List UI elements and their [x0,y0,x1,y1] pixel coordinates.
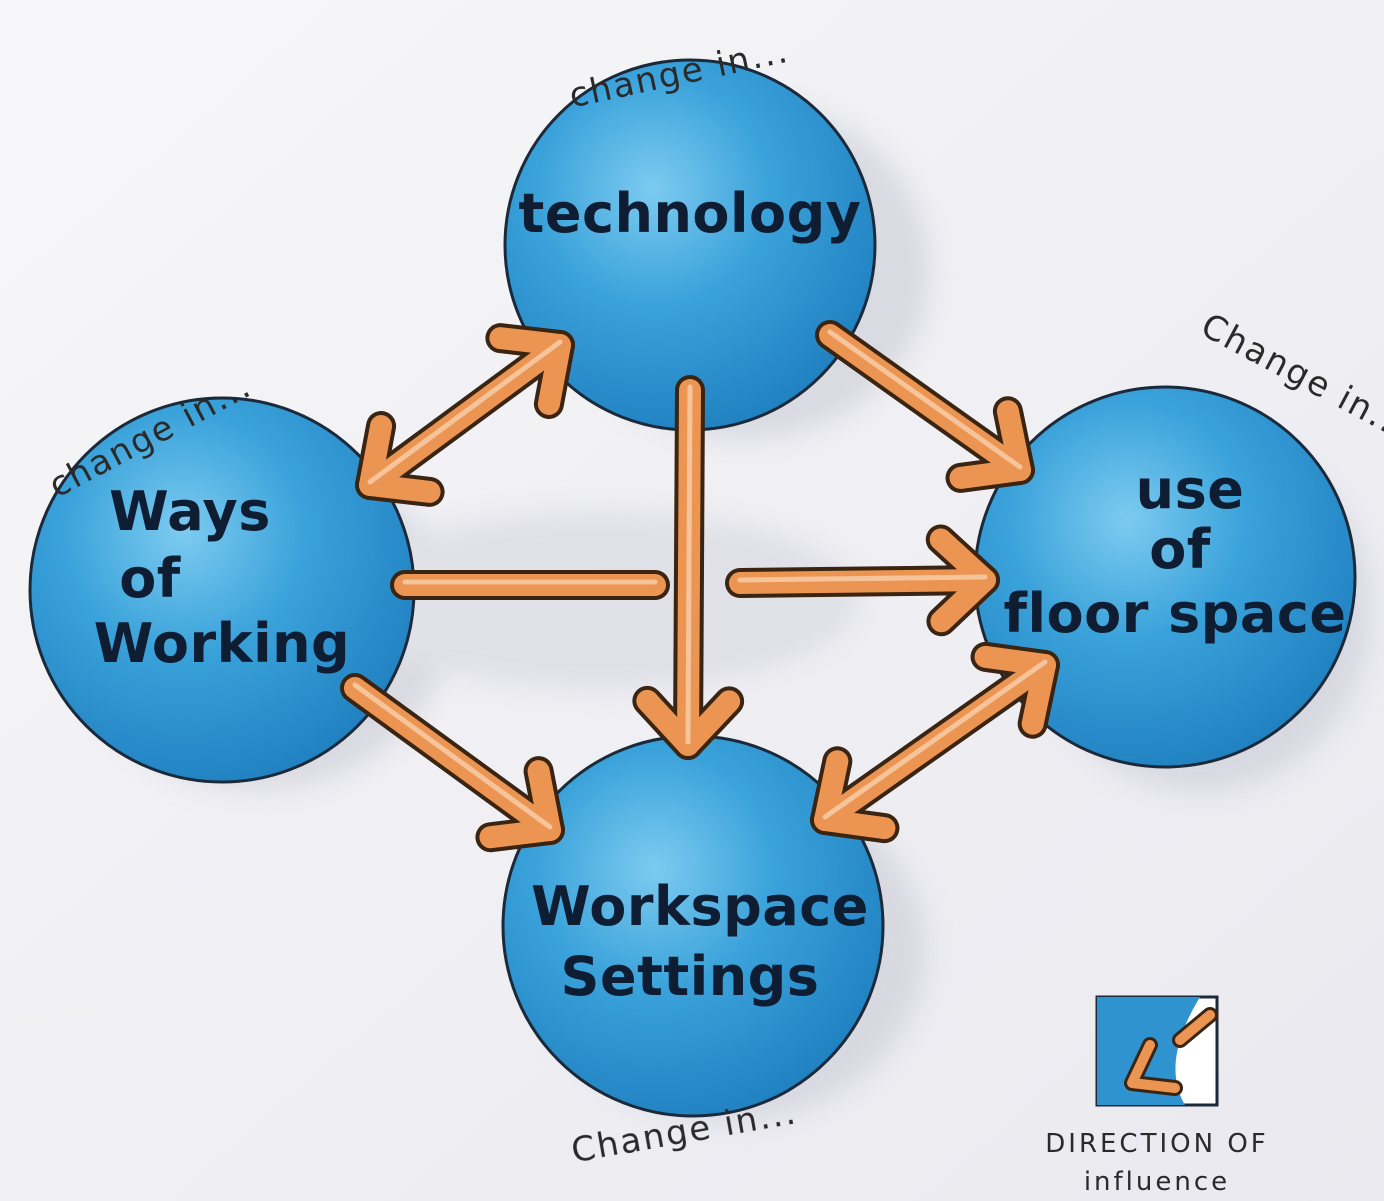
edges [340,320,1060,853]
edge-workspace-settings-to-use-of-floor-space [810,641,1060,844]
legend-line-1: DIRECTION OF [1045,1129,1268,1159]
edge-technology-to-workspace-settings [632,375,745,760]
edge-technology-to-use-of-floor-space [815,320,1035,493]
edge-ways-of-working-to-use-of-floor-space [390,524,1000,637]
node-workspace-settings: Workspace Settings [501,734,885,1118]
workspace-settings-label-line-2: Settings [561,945,820,1008]
floor-space-label-line-1: use [1136,458,1245,521]
legend: DIRECTION OF influence [1045,995,1268,1197]
ways-of-working-label-line-3: Working [94,612,350,675]
node-technology: technology [503,58,877,432]
ways-of-working-label-line-1: Ways [109,480,271,543]
floor-space-label-line-2: of [1149,518,1211,581]
edge-ways-of-working-to-technology [355,323,575,507]
legend-line-2: influence [1084,1167,1230,1197]
floor-space-label-line-3: floor space [1004,582,1347,645]
node-use-of-floor-space: use of floor space [973,385,1357,769]
edge-ways-of-working-to-workspace-settings [340,673,565,853]
ways-of-working-label-line-2: of [119,547,181,610]
workspace-settings-label-line-1: Workspace [531,875,869,938]
technology-label: technology [519,182,862,245]
legend-arrow-icon [1127,1010,1215,1093]
node-ways-of-working: Ways of Working [28,396,416,784]
